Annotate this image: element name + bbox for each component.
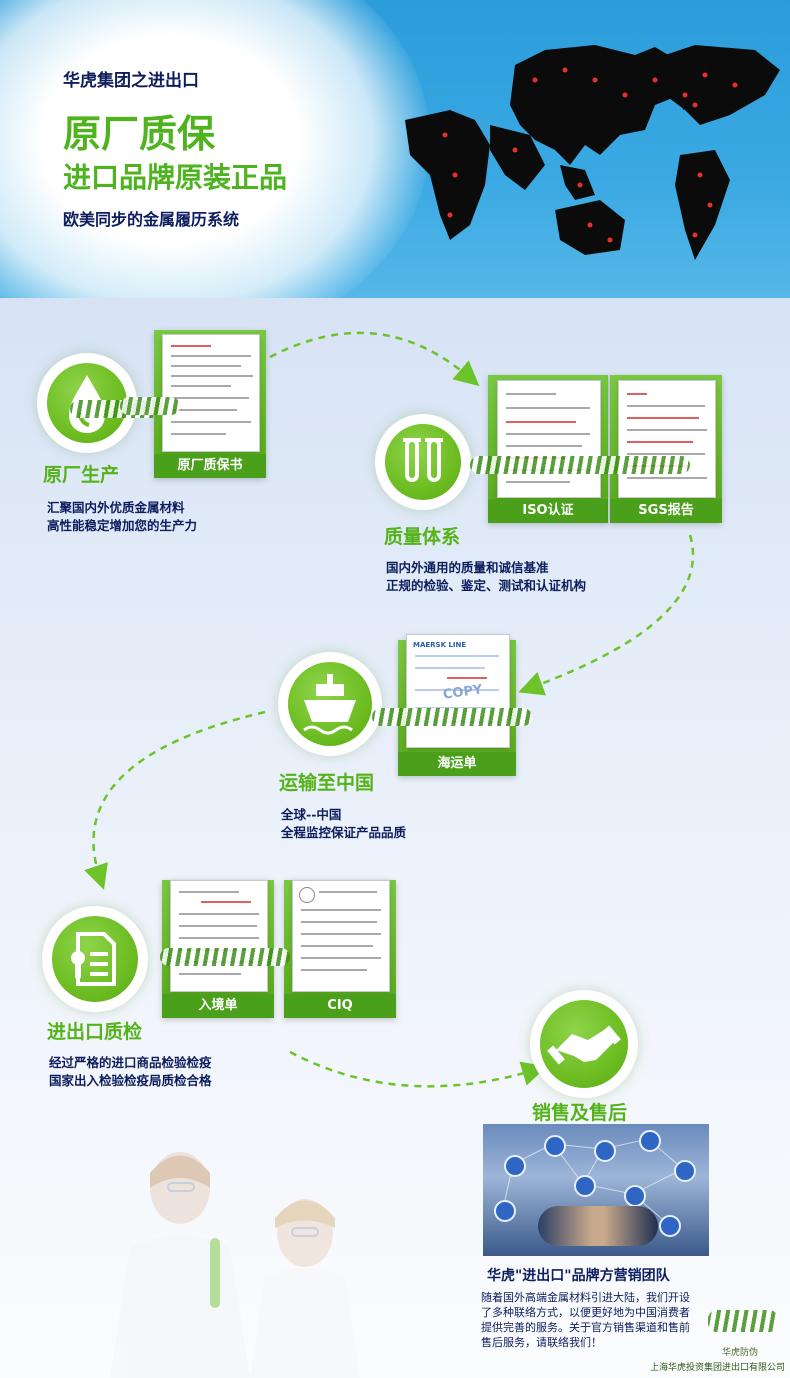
doc-label-entry-form: 入境单 [162, 994, 274, 1018]
certificate-icon [71, 932, 116, 986]
ciq-document [292, 880, 390, 992]
step-desc-quality-1: 国内外通用的质量和诚信基准 [386, 560, 549, 575]
ship-icon [303, 674, 356, 735]
step-title-inspection: 进出口质检 [47, 1021, 143, 1043]
header-banner: 华虎集团之进出口 原厂质保 进口品牌原装正品 欧美同步的金属履历系统 [0, 0, 790, 298]
network-person-icon [659, 1215, 681, 1237]
header-subtitle: 华虎集团之进出口 [63, 71, 199, 91]
step-desc-quality-2: 正规的检验、鉴定、测试和认证机构 [386, 578, 587, 593]
tiger-stripe-decoration [470, 456, 690, 474]
step-title-sales: 销售及售后 [532, 1102, 628, 1124]
network-person-icon [624, 1185, 646, 1207]
network-person-icon [504, 1155, 526, 1177]
team-body: 随着国外高端金属材料引进大陆，我们开设 了多种联络方式，以便更好地为中国消费者 … [481, 1291, 690, 1349]
network-person-icon [494, 1200, 516, 1222]
shipping-bill-document: MAERSK LINE COPY [406, 634, 510, 748]
network-person-icon [594, 1140, 616, 1162]
step-desc-shipping-1: 全球--中国 [281, 807, 342, 822]
header-tagline: 欧美同步的金属履历系统 [63, 210, 240, 229]
world-map [405, 45, 780, 260]
sales-network-photo [483, 1124, 709, 1256]
sgs-report-document [618, 380, 716, 498]
team-title: 华虎"进出口"品牌方营销团队 [487, 1268, 670, 1284]
doc-label-factory-warranty: 原厂质保书 [154, 454, 266, 478]
doc-label-shipping-bill: 海运单 [398, 752, 516, 776]
iso-certificate-frame: ISO认证 [488, 375, 608, 523]
network-person-icon [639, 1130, 661, 1152]
step-desc-inspection-1: 经过严格的进口商品检验检疫 [49, 1055, 212, 1070]
header-headline: 原厂质保 [63, 112, 216, 156]
step-desc-production-2: 高性能稳定增加您的生产力 [47, 518, 198, 533]
ciq-frame: CIQ [284, 880, 396, 1018]
network-person-icon [544, 1135, 566, 1157]
doc-label-ciq: CIQ [284, 994, 396, 1018]
sales-icon-circle [530, 990, 638, 1098]
tiger-stripe-decoration [160, 948, 290, 966]
factory-warranty-frame: 原厂质保书 [154, 330, 266, 478]
step-desc-production-1: 汇聚国内外优质金属材料 [47, 500, 185, 515]
network-person-icon [574, 1175, 596, 1197]
entry-form-document [170, 880, 268, 992]
handshake-photo-hands [538, 1206, 658, 1246]
tiger-logo [708, 1310, 778, 1332]
doc-label-iso: ISO认证 [488, 499, 608, 523]
quality-icon-circle [375, 414, 471, 510]
doc-label-sgs: SGS报告 [610, 499, 722, 523]
footer-brand: 华虎防伪 [722, 1348, 759, 1358]
footer-company: 上海华虎投资集团进出口有限公司 [650, 1363, 786, 1373]
step-title-shipping: 运输至中国 [279, 772, 375, 794]
iso-certificate-document [497, 380, 601, 498]
network-person-icon [674, 1160, 696, 1182]
factory-warranty-document [162, 334, 260, 452]
handshake-icon [547, 1025, 621, 1065]
step-title-production: 原厂生产 [43, 464, 120, 486]
lab-scientists-image [110, 1152, 360, 1378]
inspection-icon-circle [42, 906, 148, 1012]
tiger-stripe-decoration [372, 708, 532, 726]
step-desc-inspection-2: 国家出入检验检疫局质检合格 [49, 1073, 212, 1088]
header-headline-2: 进口品牌原装正品 [63, 161, 288, 194]
sgs-report-frame: SGS报告 [610, 375, 722, 523]
step-desc-shipping-2: 全程监控保证产品品质 [281, 825, 407, 840]
step-title-quality: 质量体系 [384, 526, 461, 548]
shipping-icon-circle [278, 652, 382, 756]
test-tubes-icon [403, 438, 443, 482]
